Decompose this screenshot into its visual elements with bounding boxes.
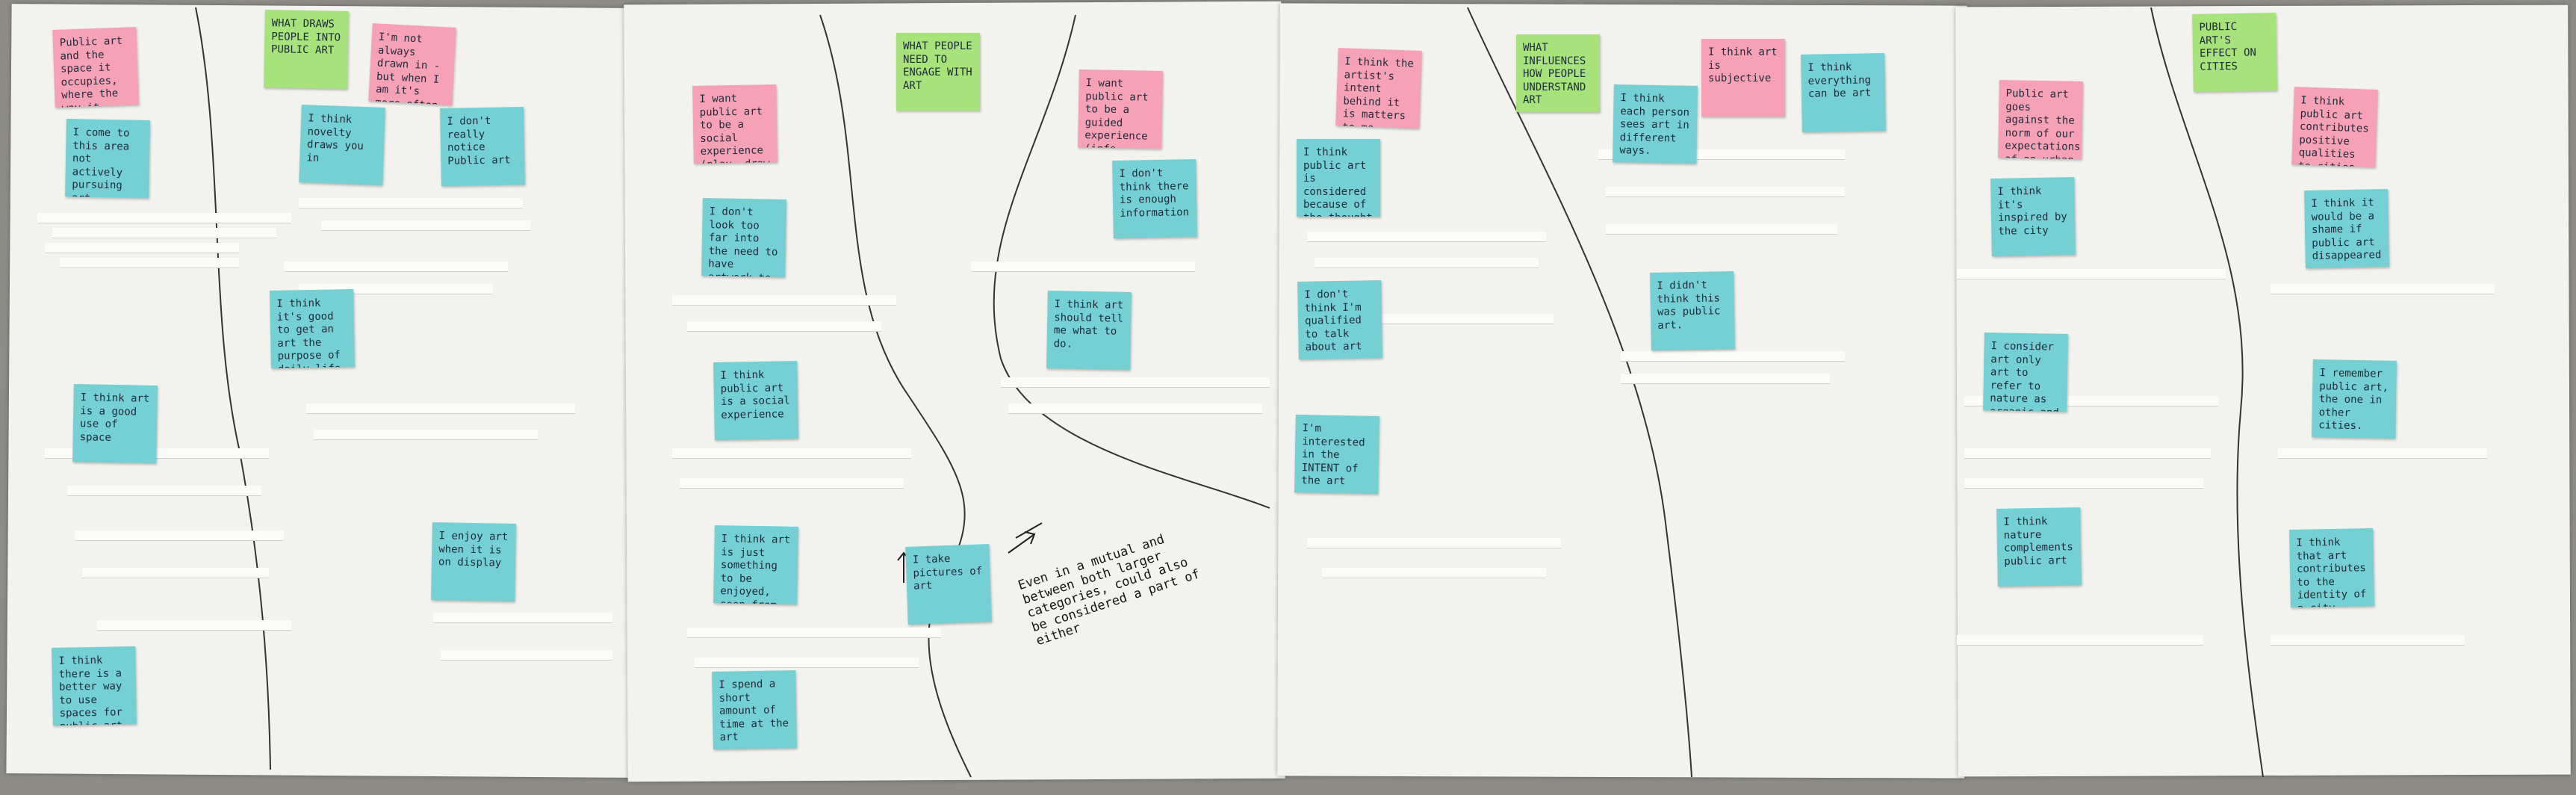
- transcript-strip: [299, 198, 523, 208]
- sticky-note: PUBLIC ART'S EFFECT ON CITIES: [2192, 13, 2277, 92]
- transcript-strip: [2271, 635, 2465, 646]
- sticky-note: I want public art to be a guided experie…: [1078, 69, 1163, 149]
- transcript-strip: [1964, 478, 2203, 489]
- transcript-strip: [1957, 635, 2203, 646]
- sticky-note: I enjoy art when it is on display: [431, 522, 516, 601]
- sticky-note: I think it would be a shame if public ar…: [2304, 189, 2389, 268]
- transcript-strip: [284, 262, 508, 272]
- sticky-note: I think it's good to get an art the purp…: [270, 289, 355, 368]
- sticky-note: I think art is a good use of space: [72, 384, 158, 463]
- transcript-strip: [1957, 269, 2226, 279]
- transcript-strip: [433, 613, 612, 623]
- sticky-note: I think there is a better way to use spa…: [52, 646, 137, 726]
- transcript-strip: [2278, 448, 2487, 459]
- transcript-strip: [1964, 448, 2211, 459]
- sticky-note: I don't look too far into the need to ha…: [701, 198, 786, 277]
- transcript-strip: [1307, 232, 1546, 242]
- transcript-strip: [695, 658, 919, 668]
- sticky-note: I think that art contributes to the iden…: [2289, 528, 2374, 607]
- transcript-strip: [1315, 258, 1539, 268]
- sticky-note: Public art and the space it occupies, wh…: [52, 27, 139, 108]
- sticky-note: I take pictures of art: [905, 544, 992, 625]
- transcript-strip: [1307, 538, 1561, 548]
- transcript-strip: [1001, 377, 1270, 388]
- sticky-note: I think art should tell me what to do.: [1046, 291, 1132, 370]
- transcript-strip: [82, 568, 269, 578]
- sticky-note: I want public art to be a social experie…: [692, 84, 778, 164]
- transcript-strip: [672, 295, 896, 306]
- transcript-strip: [1322, 568, 1546, 578]
- transcript-strip: [971, 262, 1195, 272]
- transcript-strip: [1606, 187, 1845, 197]
- sticky-note: I think novelty draws you in: [299, 105, 385, 185]
- transcript-strip: [37, 213, 291, 223]
- sticky-note: I think it's inspired by the city: [1990, 177, 2076, 256]
- sticky-note: I think public art is considered because…: [1297, 139, 1380, 217]
- sticky-note: WHAT DRAWS PEOPLE INTO PUBLIC ART: [264, 10, 349, 89]
- transcript-strip: [687, 321, 881, 332]
- sticky-note: WHAT INFLUENCES HOW PEOPLE UNDERSTAND AR…: [1516, 34, 1600, 112]
- sticky-note: I don't really notice Public art: [440, 107, 525, 186]
- sticky-note: I spend a short amount of time at the ar…: [712, 670, 797, 749]
- transcript-strip: [52, 228, 276, 238]
- transcript-strip: [1606, 224, 1837, 235]
- transcript-strip: [680, 478, 904, 489]
- sticky-note: I think art is just something to be enjo…: [713, 525, 798, 604]
- sticky-note: I think art is subjective: [1701, 39, 1785, 117]
- transcript-strip: [441, 650, 612, 661]
- sticky-note: I remember public art, the one in other …: [2312, 359, 2397, 439]
- sticky-note: I think nature complements public art: [1996, 507, 2082, 587]
- sticky-note: I'm interested in the INTENT of the art: [1294, 415, 1379, 494]
- transcript-strip: [306, 403, 575, 414]
- transcript-strip: [1621, 374, 1830, 384]
- sticky-note: I think public art is a social experienc…: [713, 361, 798, 440]
- transcript-strip: [97, 620, 291, 631]
- sticky-note: I think the artist's intent behind it is…: [1335, 48, 1422, 129]
- sticky-note: I don't think I'm qualified to talk abou…: [1297, 280, 1382, 359]
- sticky-note: I don't think there is enough informatio…: [1112, 159, 1197, 238]
- sticky-note: I think everything can be art: [1801, 53, 1886, 132]
- transcript-strip: [1621, 351, 1845, 362]
- sticky-note: I think public art contributes positive …: [2291, 87, 2378, 167]
- sticky-note: I'm not always drawn in - but when I am …: [368, 23, 456, 105]
- transcript-strip: [67, 486, 261, 496]
- transcript-strip: [75, 530, 284, 541]
- transcript-strip: [321, 220, 530, 231]
- sticky-note: WHAT PEOPLE NEED TO ENGAGE WITH ART: [896, 33, 980, 111]
- transcript-strip: [314, 430, 538, 440]
- transcript-strip: [687, 628, 941, 638]
- transcript-strip: [45, 243, 239, 253]
- sticky-note: I come to this area not actively pursuin…: [65, 119, 150, 198]
- transcript-strip: [2271, 284, 2495, 294]
- transcript-strip: [60, 258, 239, 268]
- sticky-note: I didn't think this was public art.: [1650, 271, 1735, 350]
- sticky-note: I think each person sees art in differen…: [1613, 84, 1698, 164]
- transcript-strip: [672, 448, 911, 459]
- sticky-note: I consider art only art to refer to natu…: [1983, 332, 2068, 412]
- transcript-strip: [1008, 403, 1262, 414]
- sticky-note: Public art goes against the norm of our …: [1998, 80, 2083, 159]
